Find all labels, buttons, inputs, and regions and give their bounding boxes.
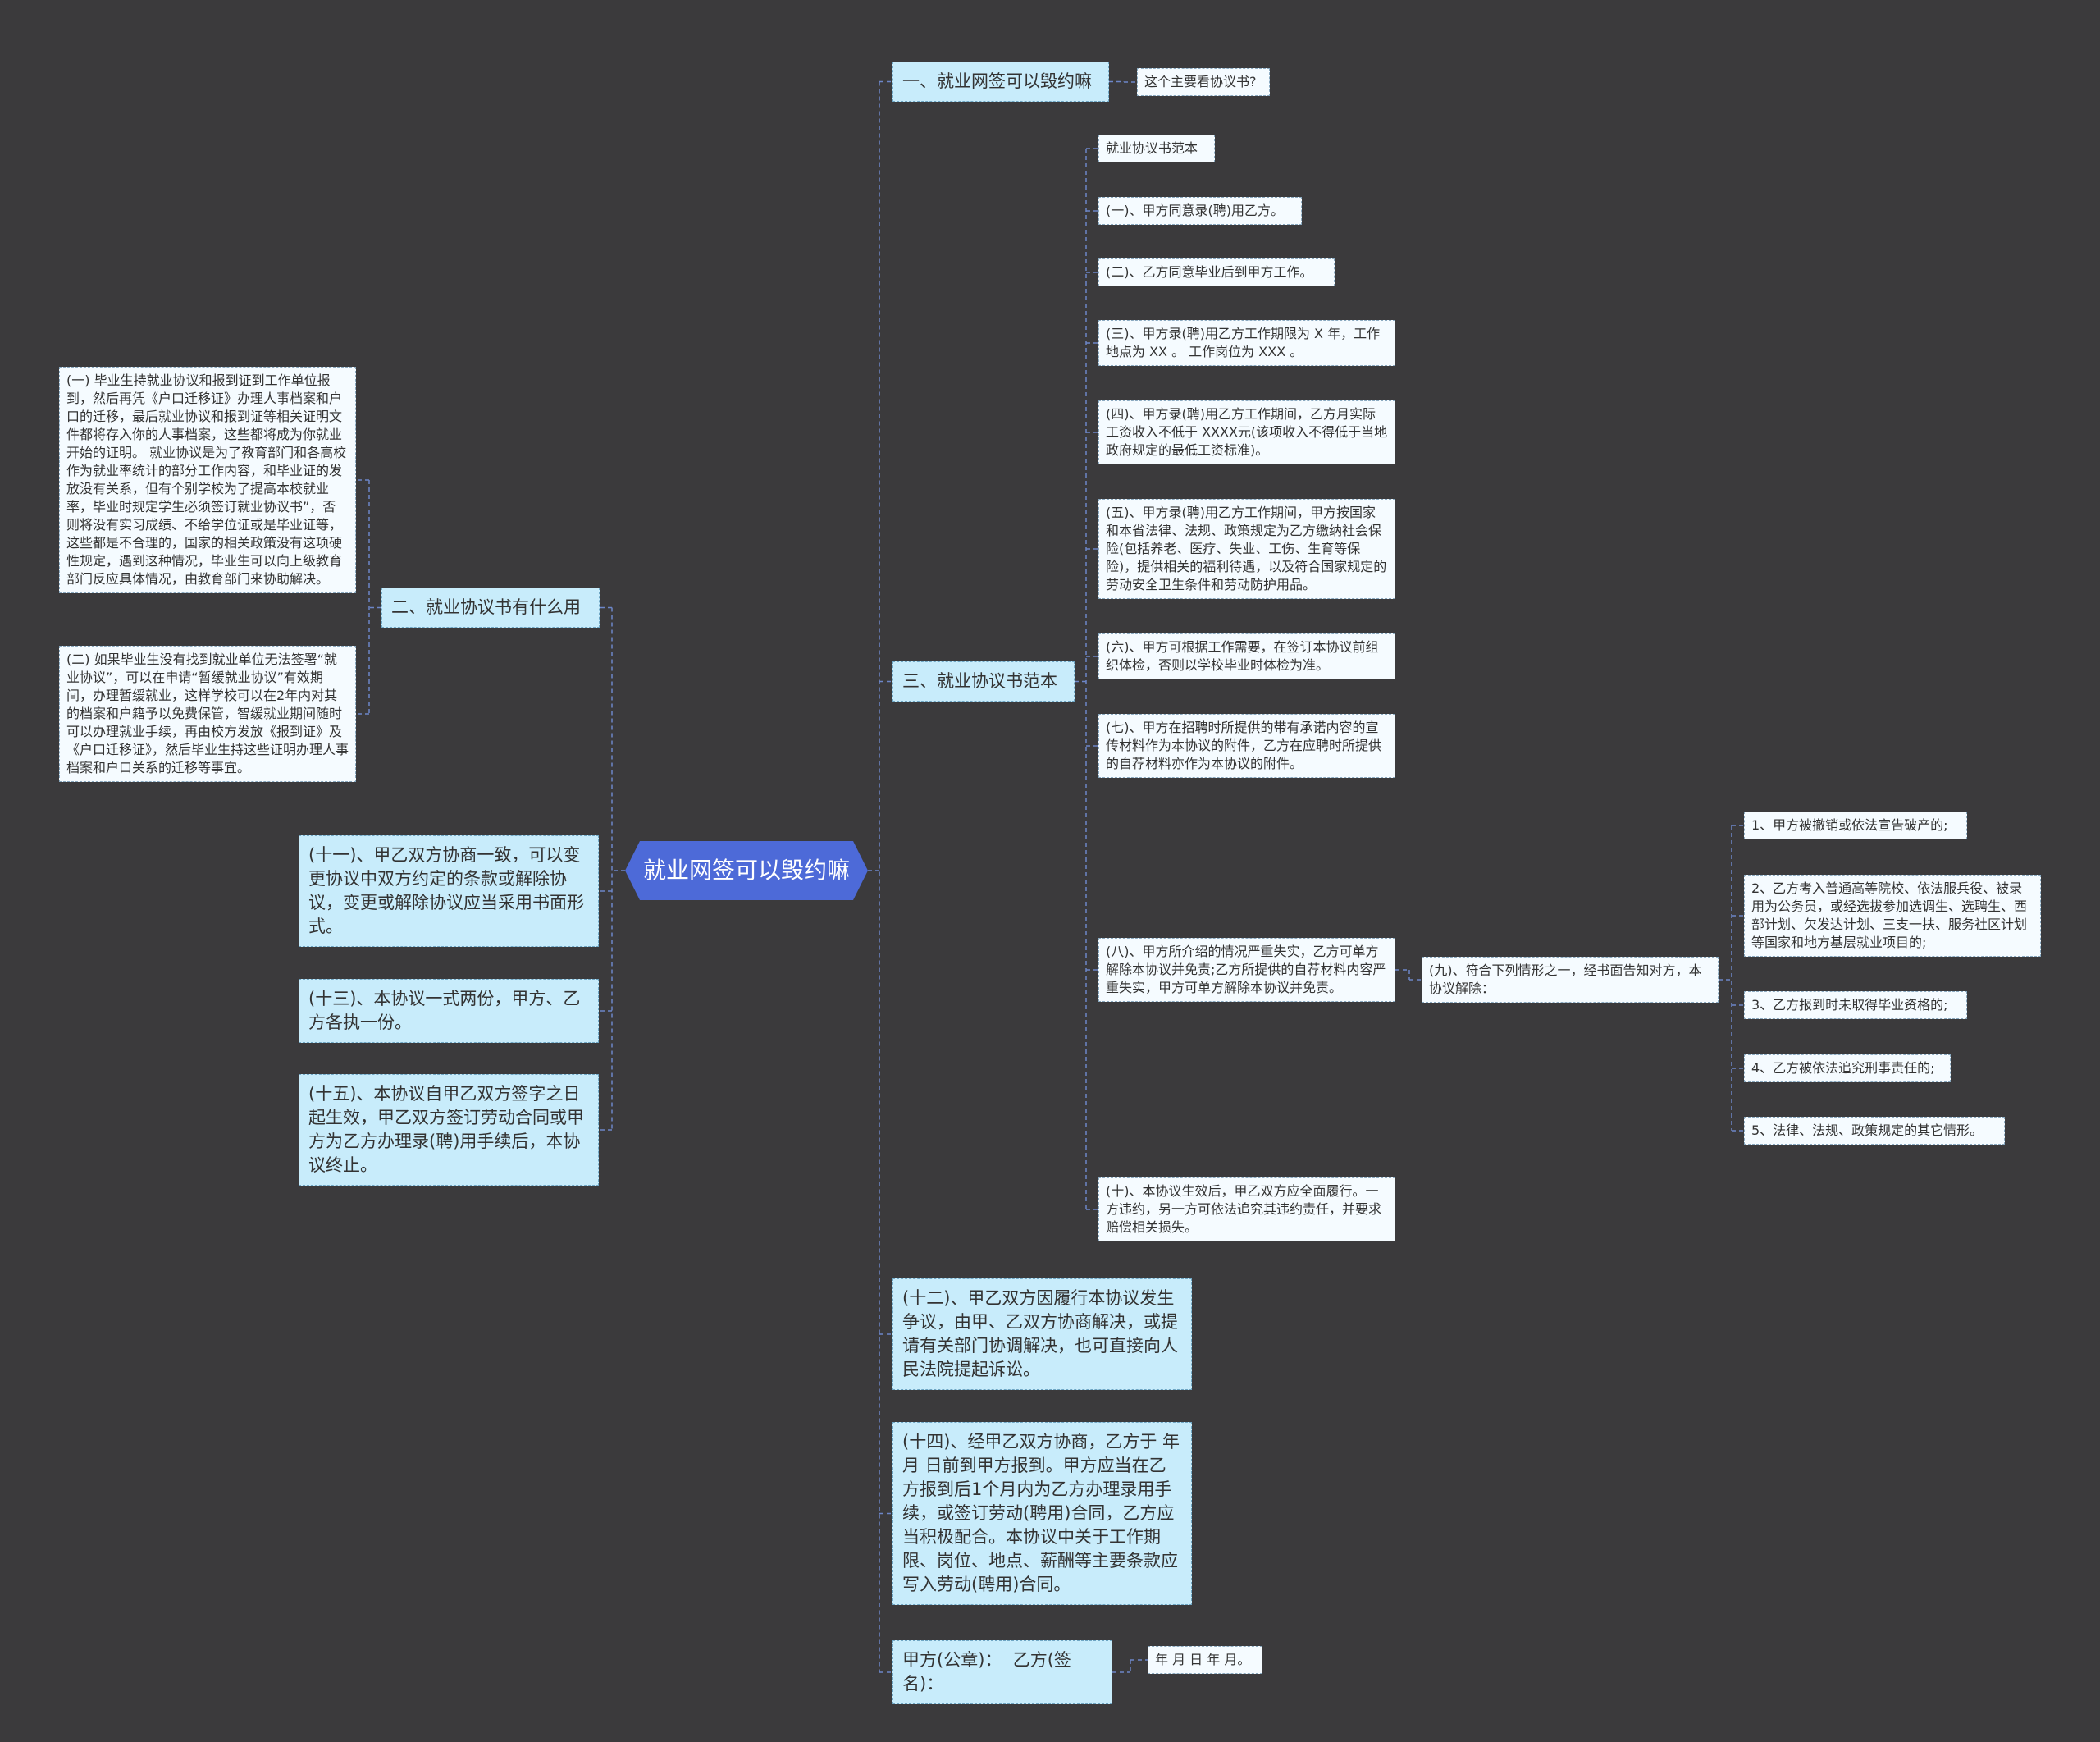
clause-11[interactable]: (十一)、甲乙双方协商一致，可以变更协议中双方约定的条款或解除协议，变更或解除协… [299,835,599,947]
branch-agreement-template[interactable]: 三、就业协议书范本 [892,661,1075,702]
template-item-5[interactable]: (五)、甲方录(聘)用乙方工作期间，甲方按国家和本省法律、法规、政策规定为乙方缴… [1098,499,1395,599]
template-item-9[interactable]: (九)、符合下列情形之一，经书面告知对方，本协议解除： [1422,957,1719,1003]
termination-case-4[interactable]: 4、乙方被依法追究刑事责任的; [1744,1054,1951,1082]
template-item-title[interactable]: 就业协议书范本 [1098,135,1215,162]
termination-case-1[interactable]: 1、甲方被撤销或依法宣告破产的; [1744,812,1967,839]
termination-case-5[interactable]: 5、法律、法规、政策规定的其它情形。 [1744,1117,2005,1145]
date-line[interactable]: 年 月 日 年 月。 [1148,1646,1262,1674]
template-item-4[interactable]: (四)、甲方录(聘)用乙方工作期间，乙方月实际工资收入不低于 XXXX元(该项收… [1098,400,1395,464]
clause-14[interactable]: (十四)、经甲乙双方协商，乙方于 年 月 日前到甲方报到。甲方应当在乙方报到后1… [892,1422,1192,1605]
template-item-7[interactable]: (七)、甲方在招聘时所提供的带有承诺内容的宣传材料作为本协议的附件，乙方在应聘时… [1098,714,1395,778]
usage-item-1[interactable]: (一) 毕业生持就业协议和报到证到工作单位报到，然后再凭《户口迁移证》办理人事档… [59,367,356,593]
clause-12[interactable]: (十二)、甲乙双方因履行本协议发生争议，由甲、乙双方协商解决，或提请有关部门协调… [892,1278,1192,1390]
signature-line[interactable]: 甲方(公章)： 乙方(签名)： [892,1640,1112,1704]
clause-13[interactable]: (十三)、本协议一式两份，甲方、乙方各执一份。 [299,979,599,1043]
root-topic[interactable]: 就业网签可以毁约嘛 [625,841,868,900]
leaf-see-agreement[interactable]: 这个主要看协议书? [1137,68,1270,96]
branch-agreement-usage[interactable]: 二、就业协议书有什么用 [381,588,600,628]
template-item-2[interactable]: (二)、乙方同意毕业后到甲方工作。 [1098,258,1335,286]
template-item-10[interactable]: (十)、本协议生效后，甲乙双方应全面履行。一方违约，另一方可依法追究其违约责任，… [1098,1177,1395,1241]
termination-case-2[interactable]: 2、乙方考入普通高等院校、依法服兵役、被录用为公务员，或经选拔参加选调生、选聘生… [1744,875,2041,957]
template-item-6[interactable]: (六)、甲方可根据工作需要，在签订本协议前组织体检，否则以学校毕业时体检为准。 [1098,633,1395,679]
clause-15[interactable]: (十五)、本协议自甲乙双方签字之日起生效，甲乙双方签订劳动合同或甲方为乙方办理录… [299,1074,599,1186]
branch-can-break[interactable]: 一、就业网签可以毁约嘛 [892,62,1109,102]
termination-case-3[interactable]: 3、乙方报到时未取得毕业资格的; [1744,991,1967,1019]
usage-item-2[interactable]: (二) 如果毕业生没有找到就业单位无法签署“就业协议”，可以在申请“暂缓就业协议… [59,646,356,782]
template-item-3[interactable]: (三)、甲方录(聘)用乙方工作期限为 X 年，工作地点为 XX 。 工作岗位为 … [1098,320,1395,366]
template-item-1[interactable]: (一)、甲方同意录(聘)用乙方。 [1098,197,1302,225]
template-item-8[interactable]: (八)、甲方所介绍的情况严重失实，乙方可单方解除本协议并免责;乙方所提供的自荐材… [1098,938,1395,1002]
